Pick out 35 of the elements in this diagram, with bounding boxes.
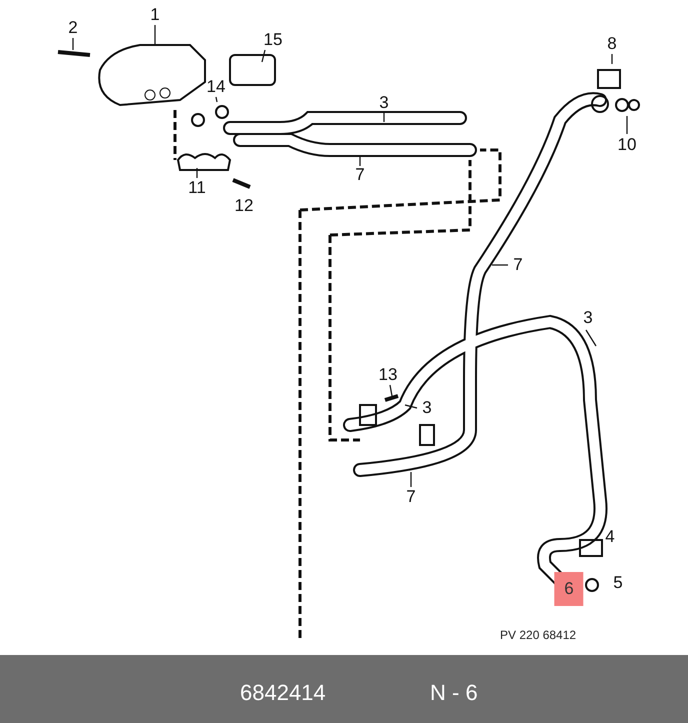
callout-number: 12 — [234, 197, 254, 215]
page-reference: N - 6 — [430, 680, 478, 706]
leader-line — [215, 96, 218, 102]
leader-line — [389, 384, 393, 396]
leader-line — [611, 54, 613, 64]
callout-number: 15 — [264, 31, 282, 49]
leader-line — [359, 157, 361, 166]
callout-number: 3 — [422, 399, 432, 417]
leader-line — [626, 116, 628, 134]
callout-number: 7 — [513, 256, 523, 274]
callout-number: 13 — [378, 366, 398, 384]
callout-number: 1 — [150, 6, 160, 24]
article-number: 6842414 — [240, 680, 326, 706]
callout-number: 3 — [379, 94, 389, 112]
callout-number: 4 — [605, 528, 615, 546]
callout-number: 7 — [406, 488, 416, 506]
callout-number: 3 — [583, 309, 593, 327]
leader-line — [154, 25, 156, 45]
leader-line — [404, 404, 418, 409]
callout-number: 8 — [607, 35, 617, 53]
callout-number: 5 — [613, 574, 623, 592]
leader-line — [196, 168, 198, 178]
callout-number: 14 — [206, 78, 226, 96]
callout-number: 2 — [68, 19, 78, 37]
leader-line — [410, 472, 412, 487]
part-number: PV 220 68412 — [500, 628, 576, 642]
leader-line — [383, 113, 385, 122]
callout-number: 7 — [355, 166, 365, 184]
leader-line — [586, 330, 596, 346]
callout-number: 10 — [618, 136, 636, 154]
leader-line — [261, 50, 266, 62]
callout-number: 6 — [554, 572, 584, 606]
leader-line — [72, 38, 74, 50]
leader-line — [492, 264, 508, 266]
callout-number: 11 — [188, 179, 206, 197]
